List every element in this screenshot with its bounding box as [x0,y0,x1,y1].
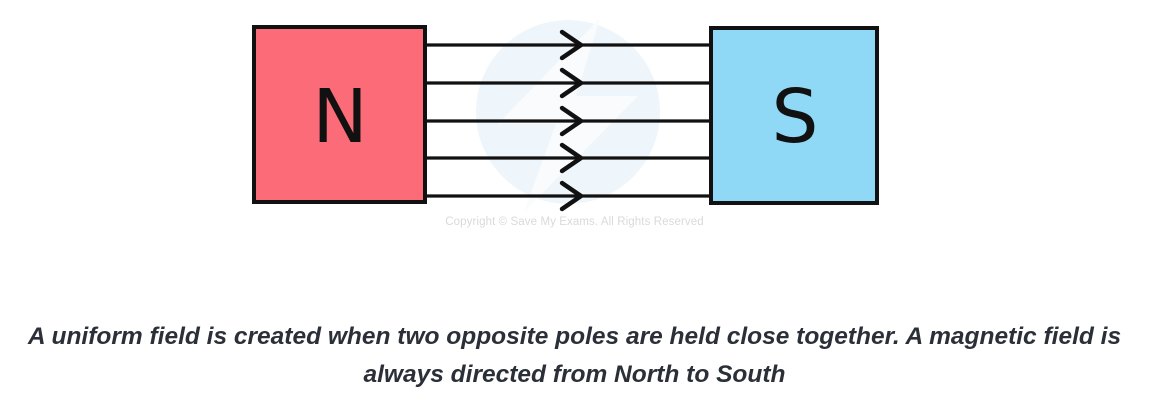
copyright-notice: Copyright © Save My Exams. All Rights Re… [445,216,704,228]
north-pole-magnet: N [252,25,427,204]
magnetic-field-figure: N S Copyright © Save My Exams. All Right… [252,18,879,228]
south-pole-label: S [772,74,819,160]
arrowhead-icon [559,29,584,61]
magnetic-field-diagram: N S [252,18,879,212]
arrowhead-icon [559,67,584,99]
arrowhead-icon [559,105,584,137]
arrowhead-icon [559,180,584,212]
arrowhead-icon [559,142,584,174]
magnetic-field-lines-group [425,43,714,198]
north-pole-label: N [312,74,367,160]
field-direction-arrowheads-group [559,29,584,212]
save-my-exams-lightning-watermark [476,18,660,212]
caption-line-2: always directed from North to South [363,361,786,388]
caption-line-1: A uniform field is created when two oppo… [27,323,1122,350]
north-pole-body [252,25,427,204]
south-pole-body [709,26,879,205]
south-pole-magnet: S [709,26,879,205]
figure-caption: A uniform field is created when two oppo… [0,318,1149,394]
